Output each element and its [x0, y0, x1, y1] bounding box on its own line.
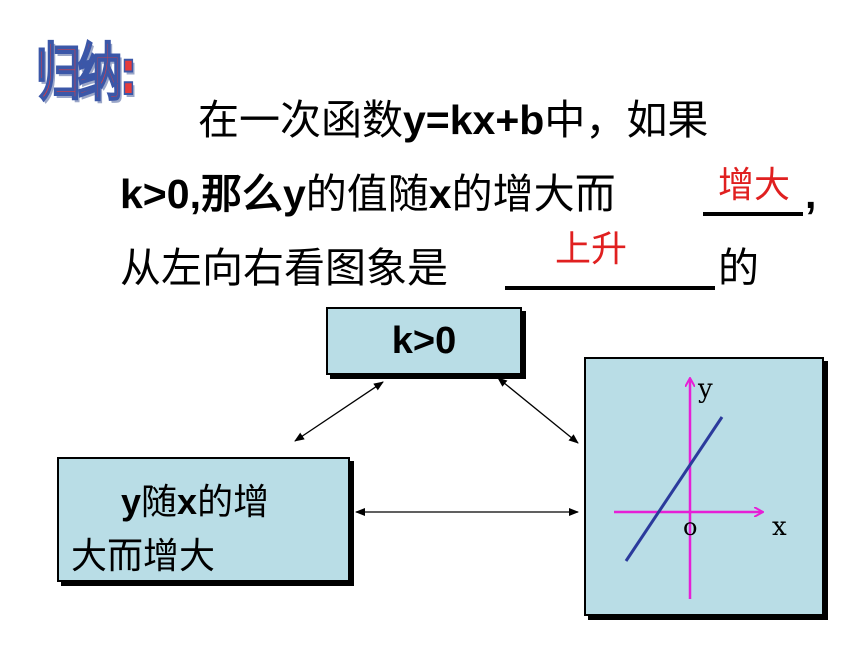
- answer-2: 上升: [555, 229, 628, 270]
- graph-box: y x o: [584, 357, 824, 616]
- line2-mid: 的值随: [305, 170, 429, 218]
- statement-line-2: k>0,那么y的值随x的增大而: [120, 170, 616, 218]
- x-axis-label: x: [772, 512, 787, 542]
- y-box-line-1: y随x的增: [121, 481, 270, 523]
- line3-end: 的: [718, 244, 759, 292]
- line2-end-comma: ,: [805, 171, 817, 217]
- line2-comma: ,那么: [189, 171, 283, 217]
- y-axis-label: y: [697, 374, 713, 404]
- line1-suffix: 中，如果: [544, 96, 709, 144]
- line1-prefix: 在一次函数: [198, 96, 403, 144]
- blank-2-underline: [505, 244, 715, 290]
- line1-formula: y=kx+b: [403, 97, 545, 143]
- line2-var-y: y: [282, 171, 306, 217]
- line2-condition: k>0: [120, 171, 190, 217]
- statement-line-3: 从左向右看图象是: [120, 244, 448, 292]
- answer-1: 增大: [718, 165, 791, 206]
- y-increases-box: y随x的增 大而增大: [57, 457, 350, 582]
- origin-label: o: [683, 513, 697, 541]
- arrow-k-to-y: [294, 381, 384, 442]
- blank-1-underline: [703, 172, 803, 216]
- graph-svg: y x o: [614, 374, 787, 599]
- k-positive-box: k>0: [326, 307, 522, 375]
- statement-line-1: 在一次函数y=kx+b中，如果: [198, 96, 708, 144]
- title-wordart: 归纳:: [35, 35, 138, 110]
- line3-text: 从左向右看图象是: [120, 244, 448, 292]
- arrow-k-to-graph: [497, 377, 579, 444]
- function-line: [624, 416, 724, 562]
- y-box-line-2: 大而增大: [71, 536, 216, 577]
- k-box-label: k>0: [391, 319, 457, 362]
- line2-var-x: x: [428, 171, 452, 217]
- line2-mid3: 的增大而: [451, 170, 616, 218]
